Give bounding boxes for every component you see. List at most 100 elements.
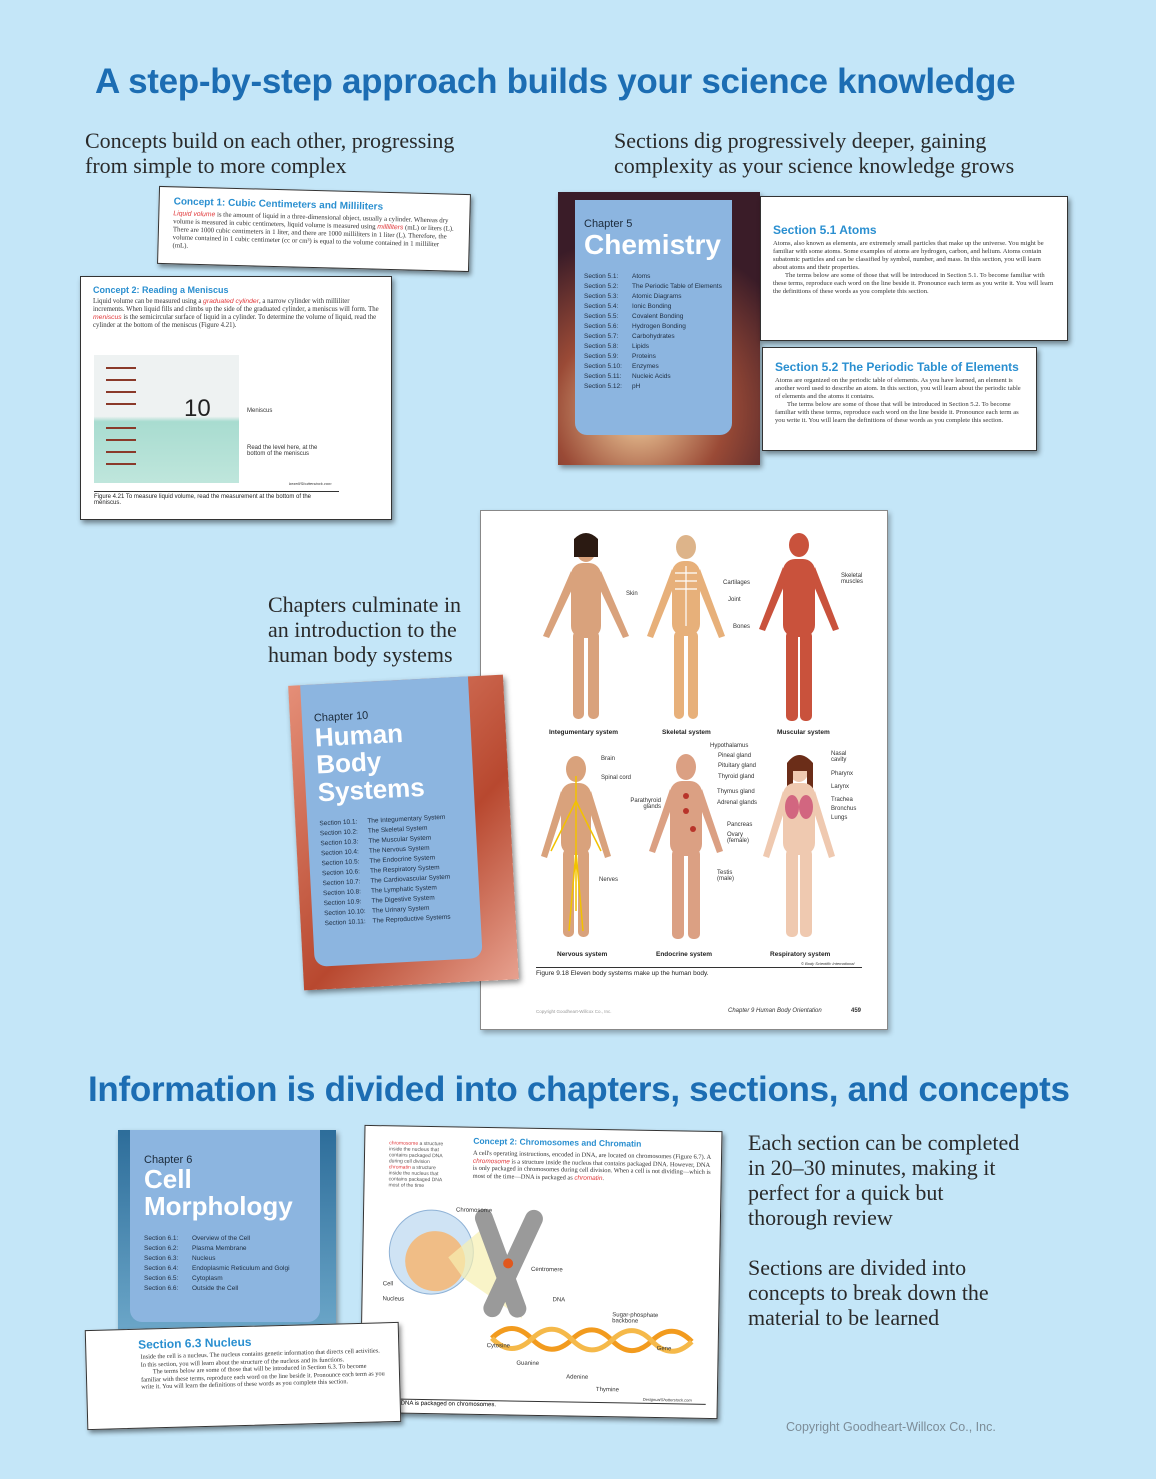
toc-section-name: Nucleus [192, 1254, 216, 1262]
toc-section-number: Section 5.3: [584, 293, 619, 301]
toc-section-number: Section 10.8: [322, 888, 362, 898]
system-endocrine: Endocrine system [656, 951, 712, 958]
chromosome-concept-card: chromosome a structure inside the nucleu… [359, 1124, 723, 1420]
toc-section-number: Section 5.9: [584, 353, 619, 361]
toc-section-number: Section 6.5: [144, 1274, 179, 1282]
label-gene: Gene [656, 1346, 672, 1353]
toc-section-name: Hydrogen Bonding [632, 323, 686, 331]
section63-card: Section 6.3 Nucleus Inside the cell is a… [84, 1321, 402, 1431]
endocrine-figure [649, 754, 723, 939]
concept1-text: Liquid volume is the amount of liquid in… [172, 210, 454, 250]
toc-section-name: Atoms [632, 273, 651, 281]
caption-section-time: Each section can be completed in 20–30 m… [748, 1130, 1020, 1230]
section51-terms: The terms below are some of those that w… [773, 272, 1054, 295]
toc-section-number: Section 6.1: [144, 1234, 179, 1242]
label-pancreas: Pancreas [727, 822, 753, 828]
toc-section-number: Section 10.9: [323, 898, 362, 908]
label-pineal: Pineal gland [718, 753, 752, 759]
toc-section-name: Outside the Cell [192, 1284, 239, 1292]
label-dna: DNA [552, 1297, 566, 1304]
human-body-panel: Chapter 10 Human Body Systems Section 10… [300, 676, 483, 967]
page-footer: Chapter 9 Human Body Orientation [728, 1008, 822, 1014]
section51-card: Section 5.1 Atoms Atoms, also known as e… [760, 196, 1068, 341]
caption-concepts: Concepts build on each other, progressin… [85, 128, 455, 178]
toc-section-name: Plasma Membrane [192, 1244, 247, 1252]
toc-section-name: Endoplasmic Reticulum and Golgi [192, 1264, 290, 1272]
cell-chapter-opener: Chapter 6 Cell Morphology Section 6.1:Ov… [118, 1130, 336, 1330]
label-nerves: Nerves [599, 877, 619, 883]
label-pituitary: Pituitary gland [718, 763, 757, 769]
label-nucleus: Nucleus [382, 1296, 405, 1303]
label-ovary: Ovary (female) [727, 832, 750, 844]
body-figure-caption: Figure 9.18 Eleven body systems make up … [536, 967, 862, 977]
toc-section-name: Covalent Bonding [632, 313, 684, 321]
label-spinal-cord: Spinal cord [601, 775, 632, 781]
section52-intro: Atoms are organized on the periodic tabl… [775, 377, 1021, 400]
label-thymus: Thymus gland [717, 789, 755, 795]
toc-section-name: Lipids [632, 343, 649, 351]
label-thyroid: Thyroid gland [718, 774, 755, 780]
section52-title: Section 5.2 The Periodic Table of Elemen… [775, 360, 1019, 374]
system-skeletal: Skeletal system [662, 729, 711, 736]
concept1-card: Concept 1: Cubic Centimeters and Millili… [157, 185, 471, 273]
label-read-level: Read the level here, at the bottom of th… [247, 445, 318, 457]
label-chromosome: Chromosome [456, 1207, 493, 1215]
toc-section-name: Enzymes [632, 363, 659, 371]
respiratory-figure [763, 755, 835, 937]
photo-credit: bezell/Shutterstock.com [289, 481, 332, 486]
section51-title: Section 5.1 Atoms [773, 223, 877, 237]
system-muscular: Muscular system [777, 729, 830, 736]
toc-section-number: Section 10.11: [324, 917, 366, 928]
body-credit: © Body Scientific International [801, 961, 855, 966]
toc-section-number: Section 10.10: [323, 907, 366, 918]
toc-section-number: Section 10.3: [320, 838, 359, 848]
label-hypothalamus: Hypothalamus [710, 743, 749, 749]
meniscus-photo: 10 [94, 355, 239, 483]
toc-section-number: Section 10.4: [320, 848, 360, 858]
label-meniscus: Meniscus [247, 408, 273, 414]
label-cartilages: Cartilages [723, 580, 751, 586]
label-bronchus: Bronchus [831, 806, 857, 812]
label-adrenal: Adrenal glands [717, 800, 758, 806]
toc-section-number: Section 5.11: [584, 373, 622, 381]
toc-section-name: Cytoplasm [192, 1274, 223, 1282]
toc-section-number: Section 5.6: [584, 323, 619, 331]
label-centromere: Centromere [530, 1266, 563, 1274]
label-adenine: Adenine [566, 1374, 589, 1381]
toc-section-name: The Reproductive Systems [372, 913, 451, 925]
chromo-credit: Designua/Shutterstock.com [642, 1396, 692, 1403]
chapter-number: Chapter 6 [144, 1154, 193, 1166]
toc-section-number: Section 5.10: [584, 363, 622, 371]
concept2-text: Liquid volume can be measured using a gr… [93, 298, 379, 329]
toc-section-number: Section 6.2: [144, 1244, 179, 1252]
chromosome-diagram [388, 1208, 694, 1354]
toc-section-number: Section 10.5: [321, 858, 360, 868]
toc-section-number: Section 5.1: [584, 273, 619, 281]
toc-section-number: Section 6.6: [144, 1284, 179, 1292]
chapter-number: Chapter 5 [584, 218, 633, 230]
toc-section-name: Carbohydrates [632, 333, 675, 341]
concept2-card: Concept 2: Reading a Meniscus Liquid vol… [80, 276, 392, 520]
section51-intro: Atoms, also known as elements, are extre… [773, 240, 1044, 271]
page-number: 459 [851, 1008, 862, 1014]
label-backbone: Sugar-phosphate backbone [612, 1312, 659, 1325]
chapter-title: Human Body Systems [314, 717, 426, 808]
label-pharynx: Pharynx [831, 771, 854, 777]
toc-section-number: Section 6.4: [144, 1264, 179, 1272]
chromo-title: Concept 2: Chromosomes and Chromatin [473, 1135, 642, 1149]
toc-section-number: Section 10.7: [322, 878, 361, 888]
toc-section-name: Ionic Bonding [632, 303, 672, 311]
label-brain: Brain [601, 756, 616, 762]
label-parathyroid: Parathyroid glands [630, 798, 661, 810]
nervous-figure [541, 756, 611, 937]
toc-section-name: The Periodic Table of Elements [632, 283, 722, 291]
body-figures [541, 533, 839, 939]
label-thymine: Thymine [595, 1386, 620, 1394]
toc-section-number: Section 5.4: [584, 303, 619, 311]
label-skin: Skin [626, 591, 638, 597]
toc-section-name: pH [632, 383, 641, 391]
